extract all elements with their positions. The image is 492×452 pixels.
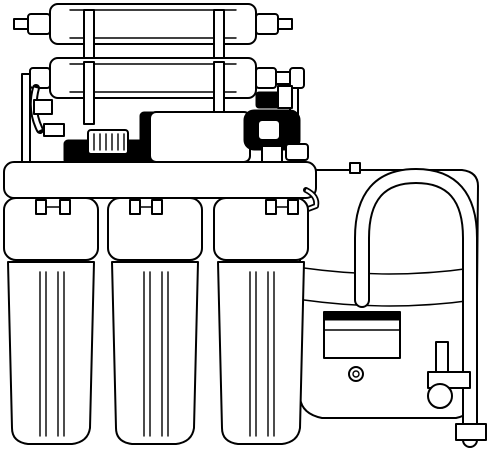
pre-filter-housing-1	[3, 197, 99, 445]
booster-pump	[139, 85, 309, 165]
faucet-base	[455, 423, 487, 441]
tank-valve	[349, 162, 361, 174]
faucet-handle	[435, 341, 449, 373]
tubing-left	[29, 84, 65, 137]
pre-filter-housing-2	[107, 197, 203, 445]
tank-fitting	[348, 366, 364, 382]
filter-head-plate	[3, 161, 320, 215]
transformer	[63, 129, 147, 165]
inline-post-filter	[13, 3, 293, 71]
filter-clip	[83, 61, 95, 125]
pre-filter-housing-3	[213, 197, 309, 445]
faucet	[354, 168, 487, 448]
inline-carbon-filter	[29, 57, 305, 125]
